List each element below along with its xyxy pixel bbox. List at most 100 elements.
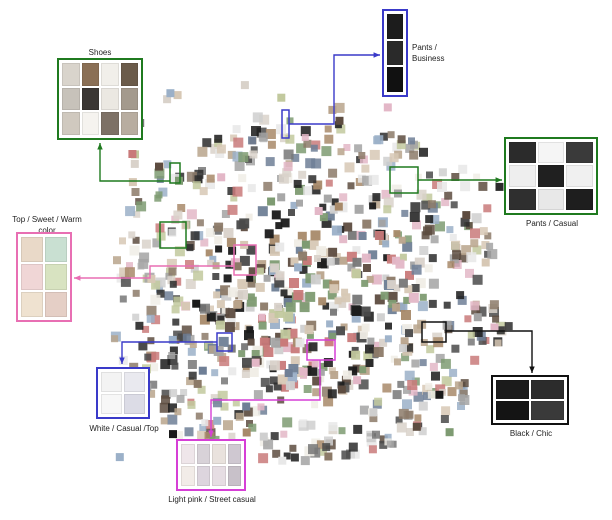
image-thumbnail-point bbox=[130, 159, 139, 168]
image-thumbnail-point bbox=[269, 360, 280, 371]
image-thumbnail-point bbox=[415, 278, 426, 289]
image-thumbnail-point bbox=[387, 131, 395, 139]
image-thumbnail-point bbox=[274, 307, 285, 318]
image-thumbnail-point bbox=[408, 292, 419, 303]
cluster-thumbnail bbox=[81, 112, 99, 135]
image-thumbnail-point bbox=[275, 271, 285, 281]
cluster-panel-light-pink-street bbox=[176, 439, 246, 491]
image-thumbnail-point bbox=[173, 210, 183, 220]
image-thumbnail-point bbox=[221, 210, 230, 218]
image-thumbnail-point bbox=[460, 217, 470, 227]
image-thumbnail-point bbox=[186, 171, 197, 182]
image-thumbnail-point bbox=[168, 403, 177, 413]
image-thumbnail-point bbox=[324, 125, 332, 133]
image-thumbnail-point bbox=[470, 228, 480, 239]
image-thumbnail-point bbox=[213, 398, 222, 408]
image-thumbnail-point bbox=[211, 369, 219, 377]
image-thumbnail-point bbox=[173, 277, 182, 286]
image-thumbnail-point bbox=[464, 315, 472, 323]
image-thumbnail-point bbox=[199, 424, 207, 431]
image-thumbnail-point bbox=[124, 267, 135, 278]
image-thumbnail-point bbox=[383, 254, 391, 262]
connector-arrow-white-casual-top-head bbox=[119, 357, 125, 364]
image-thumbnail-point bbox=[372, 193, 381, 202]
image-thumbnail-point bbox=[452, 250, 462, 260]
image-thumbnail-point bbox=[274, 302, 283, 311]
image-thumbnail-point bbox=[197, 430, 207, 440]
image-thumbnail-point bbox=[319, 203, 327, 211]
connector-arrow-light-pink-street-head bbox=[208, 430, 214, 437]
image-thumbnail-point bbox=[244, 330, 254, 341]
image-thumbnail-point bbox=[401, 310, 411, 320]
image-thumbnail-point bbox=[395, 416, 403, 424]
image-thumbnail-point bbox=[374, 231, 384, 240]
image-thumbnail-point bbox=[428, 254, 437, 263]
image-thumbnail-point bbox=[472, 245, 482, 255]
image-thumbnail-point bbox=[467, 338, 475, 346]
image-thumbnail-point bbox=[282, 342, 293, 353]
image-thumbnail-point bbox=[311, 185, 321, 195]
image-thumbnail-point bbox=[227, 287, 238, 298]
image-thumbnail-point bbox=[347, 182, 355, 190]
image-thumbnail-point bbox=[212, 273, 220, 280]
image-thumbnail-point bbox=[310, 274, 321, 285]
image-thumbnail-point bbox=[200, 303, 210, 314]
image-thumbnail-point bbox=[221, 377, 228, 385]
image-thumbnail-point bbox=[449, 234, 457, 241]
image-thumbnail-point bbox=[358, 379, 369, 390]
image-thumbnail-point bbox=[217, 390, 228, 401]
image-thumbnail-point bbox=[185, 279, 196, 289]
image-thumbnail-point bbox=[470, 355, 480, 365]
cluster-thumbnail bbox=[196, 444, 210, 464]
cluster-thumbnail bbox=[537, 165, 565, 187]
image-thumbnail-point bbox=[149, 380, 158, 389]
image-thumbnail-point bbox=[331, 225, 342, 236]
image-thumbnail-point bbox=[285, 134, 295, 144]
image-thumbnail-point bbox=[405, 410, 414, 419]
image-thumbnail-point bbox=[215, 245, 223, 253]
image-thumbnail-point bbox=[199, 314, 210, 325]
image-thumbnail-point bbox=[447, 387, 457, 397]
cluster-label-light-pink-street: Light pink / Street casual bbox=[168, 495, 256, 504]
image-thumbnail-point bbox=[366, 436, 377, 447]
image-thumbnail-point bbox=[197, 385, 206, 394]
image-thumbnail-point bbox=[361, 279, 369, 287]
image-thumbnail-point bbox=[427, 200, 436, 209]
image-thumbnail-point bbox=[322, 279, 332, 289]
cluster-thumbnail bbox=[124, 372, 145, 392]
cluster-label-pants-business: Pants / Business bbox=[412, 43, 445, 63]
image-thumbnail-point bbox=[295, 338, 305, 348]
image-thumbnail-point bbox=[296, 143, 307, 154]
image-thumbnail-point bbox=[190, 231, 200, 241]
image-thumbnail-point bbox=[160, 359, 171, 370]
cluster-thumbnail bbox=[566, 142, 593, 164]
image-thumbnail-point bbox=[287, 372, 298, 383]
cluster-panel-pants-business bbox=[382, 9, 408, 97]
image-thumbnail-point bbox=[169, 280, 177, 288]
image-thumbnail-point bbox=[173, 330, 183, 340]
image-thumbnail-point bbox=[411, 359, 420, 368]
image-thumbnail-point bbox=[451, 173, 460, 181]
image-thumbnail-point bbox=[221, 290, 232, 301]
image-thumbnail-point bbox=[489, 300, 499, 310]
image-thumbnail-point bbox=[298, 251, 308, 261]
image-thumbnail-point bbox=[274, 345, 284, 355]
image-thumbnail-point bbox=[486, 242, 494, 250]
image-thumbnail-point bbox=[277, 93, 286, 102]
image-thumbnail-point bbox=[128, 231, 136, 239]
image-thumbnail-point bbox=[242, 364, 250, 372]
cluster-panel-top-sweet-warm bbox=[16, 232, 72, 322]
image-thumbnail-point bbox=[167, 276, 176, 285]
cluster-thumbnail bbox=[101, 87, 119, 111]
image-thumbnail-point bbox=[273, 382, 282, 391]
image-thumbnail-point bbox=[418, 427, 427, 436]
image-thumbnail-point bbox=[316, 440, 326, 450]
image-thumbnail-point bbox=[392, 390, 402, 400]
image-thumbnail-point bbox=[232, 399, 240, 407]
image-thumbnail-point bbox=[210, 143, 221, 154]
image-thumbnail-point bbox=[351, 313, 361, 323]
image-thumbnail-point bbox=[404, 235, 412, 243]
image-thumbnail-point bbox=[330, 308, 337, 316]
highlight-box-shoes bbox=[169, 162, 181, 184]
image-thumbnail-point bbox=[385, 322, 392, 330]
